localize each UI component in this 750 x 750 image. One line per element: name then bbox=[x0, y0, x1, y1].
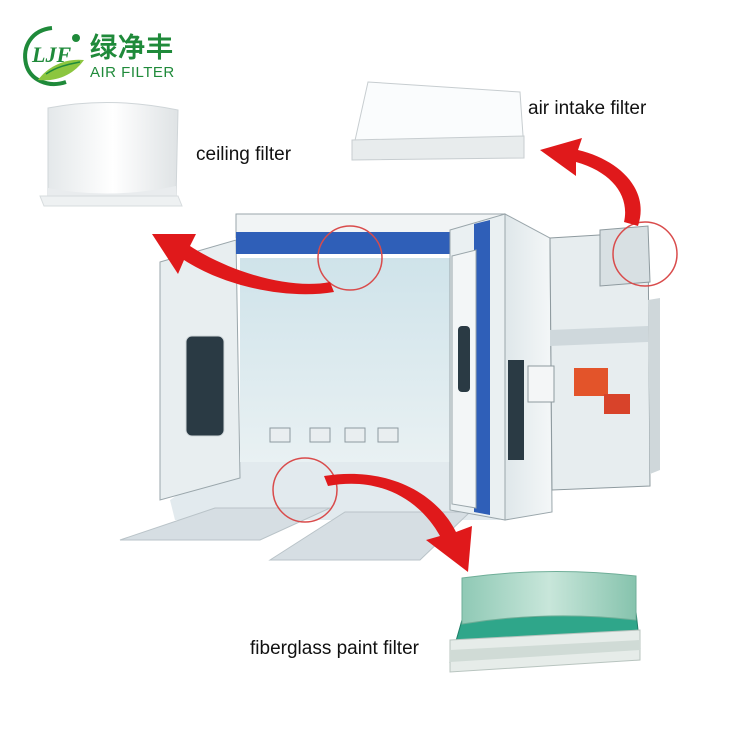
ljf-leaf-logo-icon bbox=[23, 26, 84, 86]
arrow-to-intake-icon bbox=[540, 138, 641, 226]
callout-circles bbox=[272, 221, 678, 523]
logo-mark: LJF bbox=[32, 42, 72, 67]
fiberglass-paint-filter-label: fiberglass paint filter bbox=[250, 638, 419, 659]
control-box bbox=[574, 368, 608, 396]
floor-ramp-left bbox=[119, 507, 331, 541]
right-door-window bbox=[458, 326, 470, 392]
curved-red-arrow-icons bbox=[152, 138, 641, 572]
logo-chinese-name: 绿净丰 bbox=[90, 33, 174, 64]
air-handling-unit bbox=[527, 225, 660, 491]
booth-blue-band bbox=[236, 232, 505, 254]
arrow-to-fiberglass-icon bbox=[324, 473, 472, 572]
brand-logo: LJF 绿净丰 AIR FILTER bbox=[18, 24, 188, 90]
ceiling-filter-label: ceiling filter bbox=[196, 144, 292, 165]
fiberglass-paint-filter-roll bbox=[449, 570, 641, 673]
booth-interior bbox=[240, 258, 450, 462]
interior-vents bbox=[269, 427, 399, 443]
logo-english-name: AIR FILTER bbox=[90, 64, 175, 81]
air-intake-filter-label: air intake filter bbox=[528, 98, 647, 119]
left-door-window bbox=[185, 335, 225, 437]
ceiling-filter-roll bbox=[39, 102, 183, 207]
air-intake-filter-pad bbox=[351, 81, 525, 161]
arrow-to-ceiling-icon bbox=[152, 234, 334, 295]
